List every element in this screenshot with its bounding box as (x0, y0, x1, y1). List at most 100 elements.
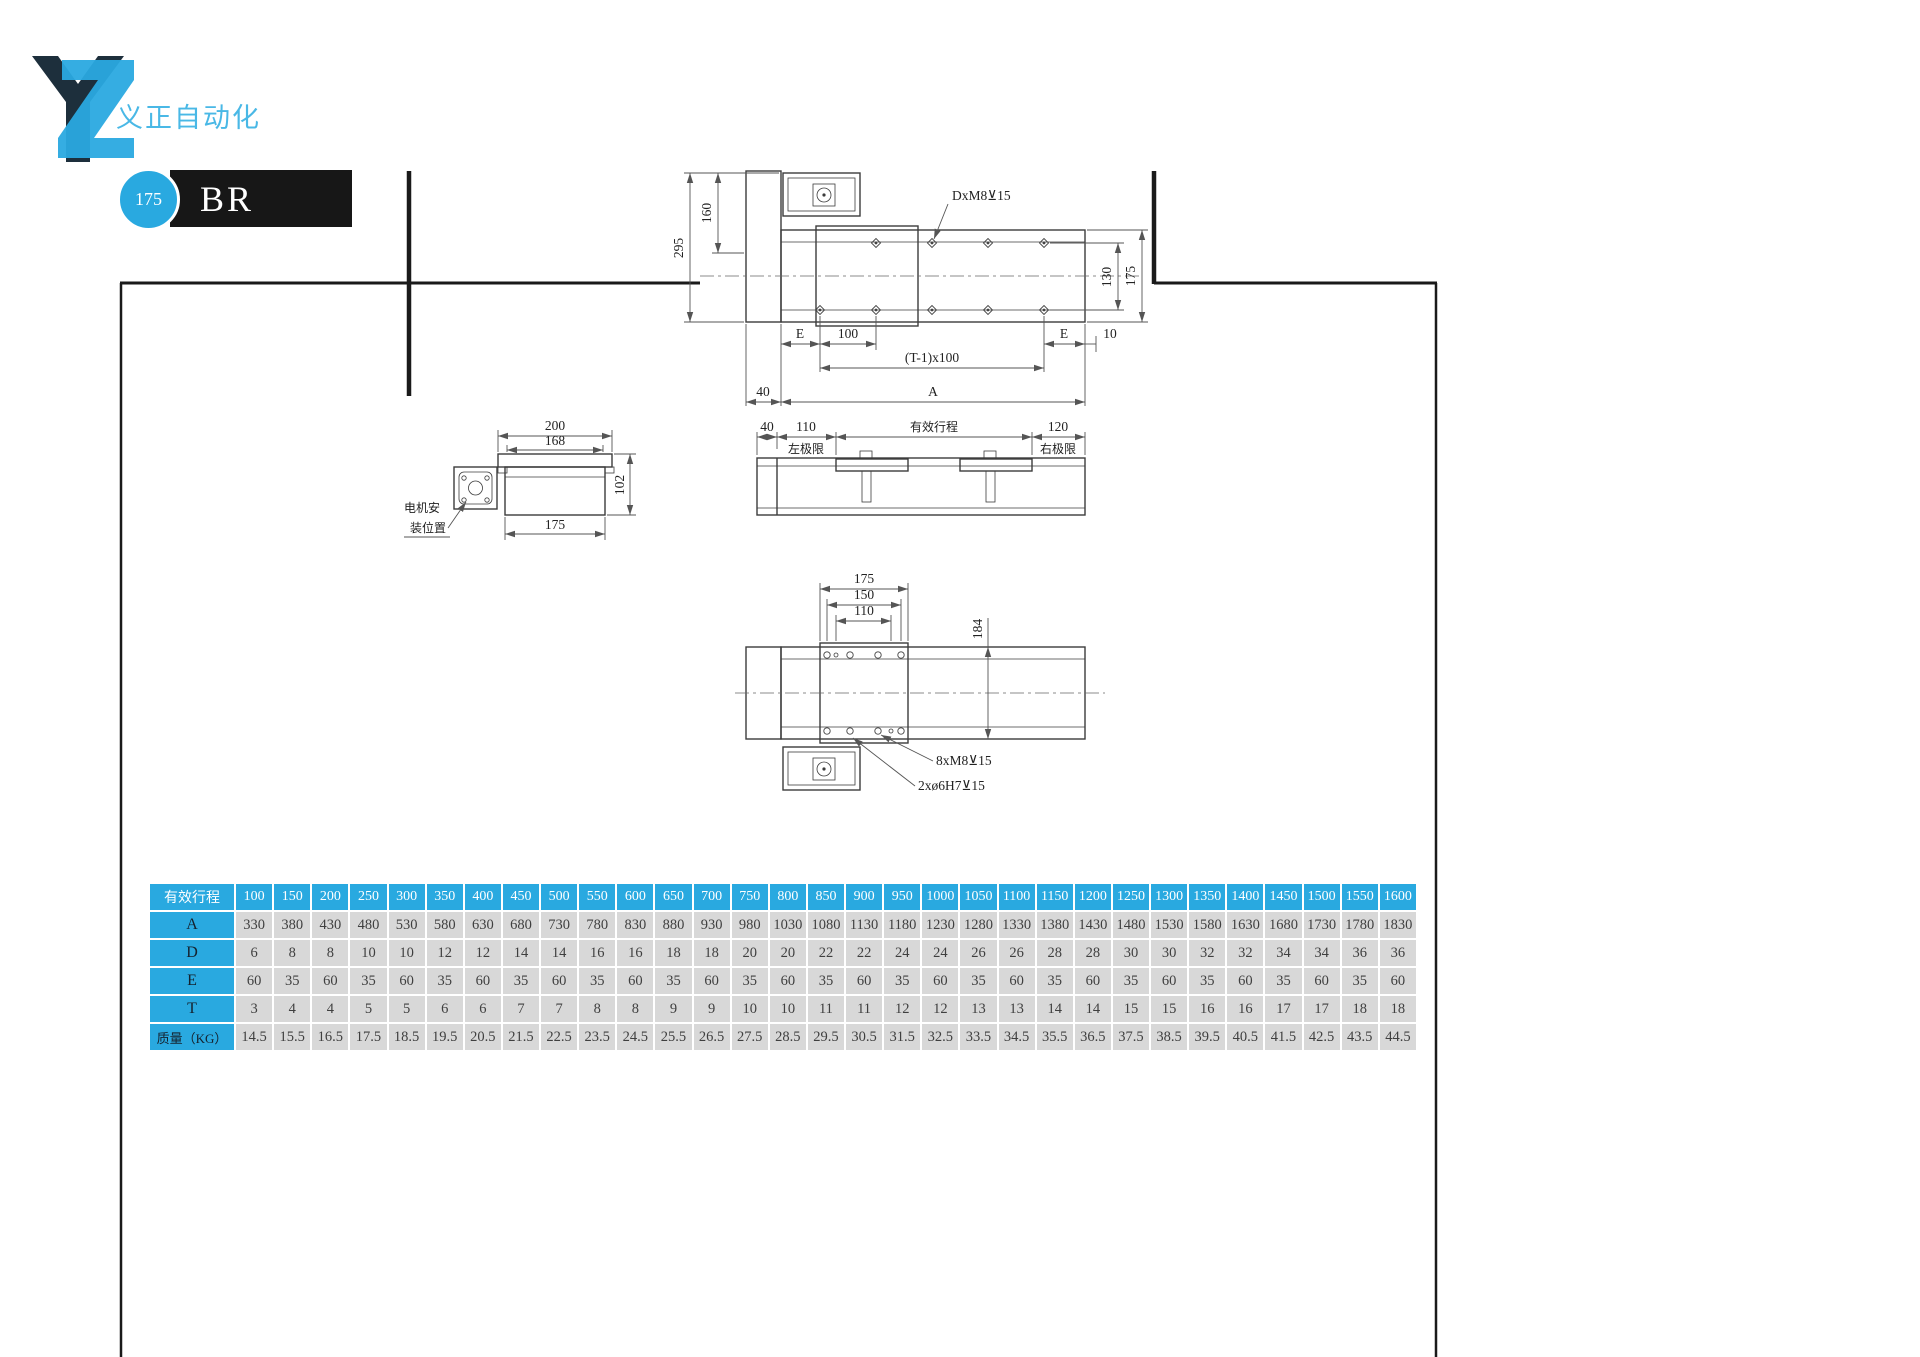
dim-t-formula: (T-1)x100 (905, 350, 959, 365)
spec-cell: 32.5 (922, 1024, 959, 1050)
stroke-label: 有效行程 (910, 419, 958, 434)
stroke-column-header: 1400 (1227, 884, 1264, 910)
spec-cell: 13 (960, 996, 997, 1022)
spec-cell: 28 (1074, 940, 1111, 966)
stroke-column-header: 250 (350, 884, 387, 910)
spec-cell: 35 (579, 968, 616, 994)
spec-cell: 10 (350, 940, 387, 966)
spec-cell: 35 (426, 968, 463, 994)
spec-cell: 1080 (807, 912, 844, 938)
spec-cell: 60 (693, 968, 730, 994)
spec-cell: 12 (426, 940, 463, 966)
spec-cell: 10 (731, 996, 768, 1022)
spec-cell: 20 (731, 940, 768, 966)
spec-cell: 1780 (1341, 912, 1378, 938)
motor-note-line2: 装位置 (410, 520, 446, 535)
dim-a: A (928, 384, 938, 399)
spec-cell: 8 (617, 996, 654, 1022)
spec-cell: 22 (846, 940, 883, 966)
spec-cell: 36 (1341, 940, 1378, 966)
spec-cell: 16 (617, 940, 654, 966)
spec-cell: 16 (579, 940, 616, 966)
stroke-column-header: 750 (731, 884, 768, 910)
side-view: 40 110 有效行程 120 左极限 右极限 (756, 419, 1086, 516)
spec-cell: 17 (1265, 996, 1302, 1022)
spec-cell: 60 (312, 968, 349, 994)
spec-cell: 730 (541, 912, 578, 938)
spec-cell: 8 (274, 940, 311, 966)
spec-row-label: E (150, 968, 234, 994)
spec-cell: 1730 (1303, 912, 1340, 938)
spec-cell: 60 (769, 968, 806, 994)
model-series-bar: BR (170, 170, 352, 227)
dim-100: 100 (838, 326, 859, 341)
spec-row-label: A (150, 912, 234, 938)
spec-cell: 10 (388, 940, 425, 966)
stroke-column-header: 1300 (1151, 884, 1188, 910)
spec-row-label: 质量（KG） (150, 1024, 234, 1050)
spec-cell: 30 (1151, 940, 1188, 966)
page-frame (119, 171, 1438, 1357)
stroke-column-header: 400 (464, 884, 501, 910)
spec-cell: 60 (1074, 968, 1111, 994)
spec-cell: 15 (1151, 996, 1188, 1022)
spec-cell: 24 (884, 940, 921, 966)
spec-cell: 20 (769, 940, 806, 966)
stroke-column-header: 1050 (960, 884, 997, 910)
dim-10: 10 (1103, 326, 1117, 341)
brand-name: 义正自动化 (116, 103, 261, 133)
spec-cell: 16 (1189, 996, 1226, 1022)
section-carriage-plate (497, 453, 613, 468)
spec-cell: 29.5 (807, 1024, 844, 1050)
left-limit-label: 左极限 (788, 441, 824, 456)
stroke-column-header: 450 (502, 884, 539, 910)
spec-cell: 1630 (1227, 912, 1264, 938)
motor-note-line1: 电机安 (404, 500, 440, 515)
spec-cell: 22.5 (541, 1024, 578, 1050)
spec-cell: 5 (350, 996, 387, 1022)
spec-cell: 480 (350, 912, 387, 938)
spec-cell: 37.5 (1112, 1024, 1149, 1050)
stroke-column-header: 200 (312, 884, 349, 910)
spec-cell: 24 (922, 940, 959, 966)
logo-z-shape (58, 60, 134, 158)
stroke-column-header: 300 (388, 884, 425, 910)
section-body (504, 466, 606, 516)
spec-cell: 12 (922, 996, 959, 1022)
spec-cell: 18 (655, 940, 692, 966)
spec-cell: 25.5 (655, 1024, 692, 1050)
spec-cell: 41.5 (1265, 1024, 1302, 1050)
spec-cell: 15 (1112, 996, 1149, 1022)
brand-logo-mark (32, 56, 134, 162)
stroke-column-header: 1100 (998, 884, 1035, 910)
spec-cell: 330 (236, 912, 273, 938)
dim-295: 295 (671, 238, 686, 259)
spec-cell: 40.5 (1227, 1024, 1264, 1050)
spec-cell: 680 (502, 912, 539, 938)
spec-cell: 18.5 (388, 1024, 425, 1050)
top-view: 295 160 130 175 DxM8⊻15 E (671, 170, 1148, 406)
spec-cell: 38.5 (1151, 1024, 1188, 1050)
spec-cell: 580 (426, 912, 463, 938)
section-view: 200 168 102 175 电机安 装位置 (404, 418, 636, 540)
spec-cell: 60 (922, 968, 959, 994)
spec-cell: 60 (541, 968, 578, 994)
spec-row-label: T (150, 996, 234, 1022)
spec-cell: 14.5 (236, 1024, 273, 1050)
stroke-column-header: 650 (655, 884, 692, 910)
dim-40-side: 40 (760, 419, 774, 434)
spec-cell: 4 (312, 996, 349, 1022)
stroke-column-header: 1000 (922, 884, 959, 910)
dim-e-right: E (1060, 326, 1068, 341)
spec-cell: 35 (1341, 968, 1378, 994)
spec-cell: 830 (617, 912, 654, 938)
spec-cell: 1280 (960, 912, 997, 938)
spec-cell: 5 (388, 996, 425, 1022)
spec-cell: 34 (1265, 940, 1302, 966)
stroke-column-header: 500 (541, 884, 578, 910)
spec-cell: 35 (1112, 968, 1149, 994)
spec-cell: 780 (579, 912, 616, 938)
